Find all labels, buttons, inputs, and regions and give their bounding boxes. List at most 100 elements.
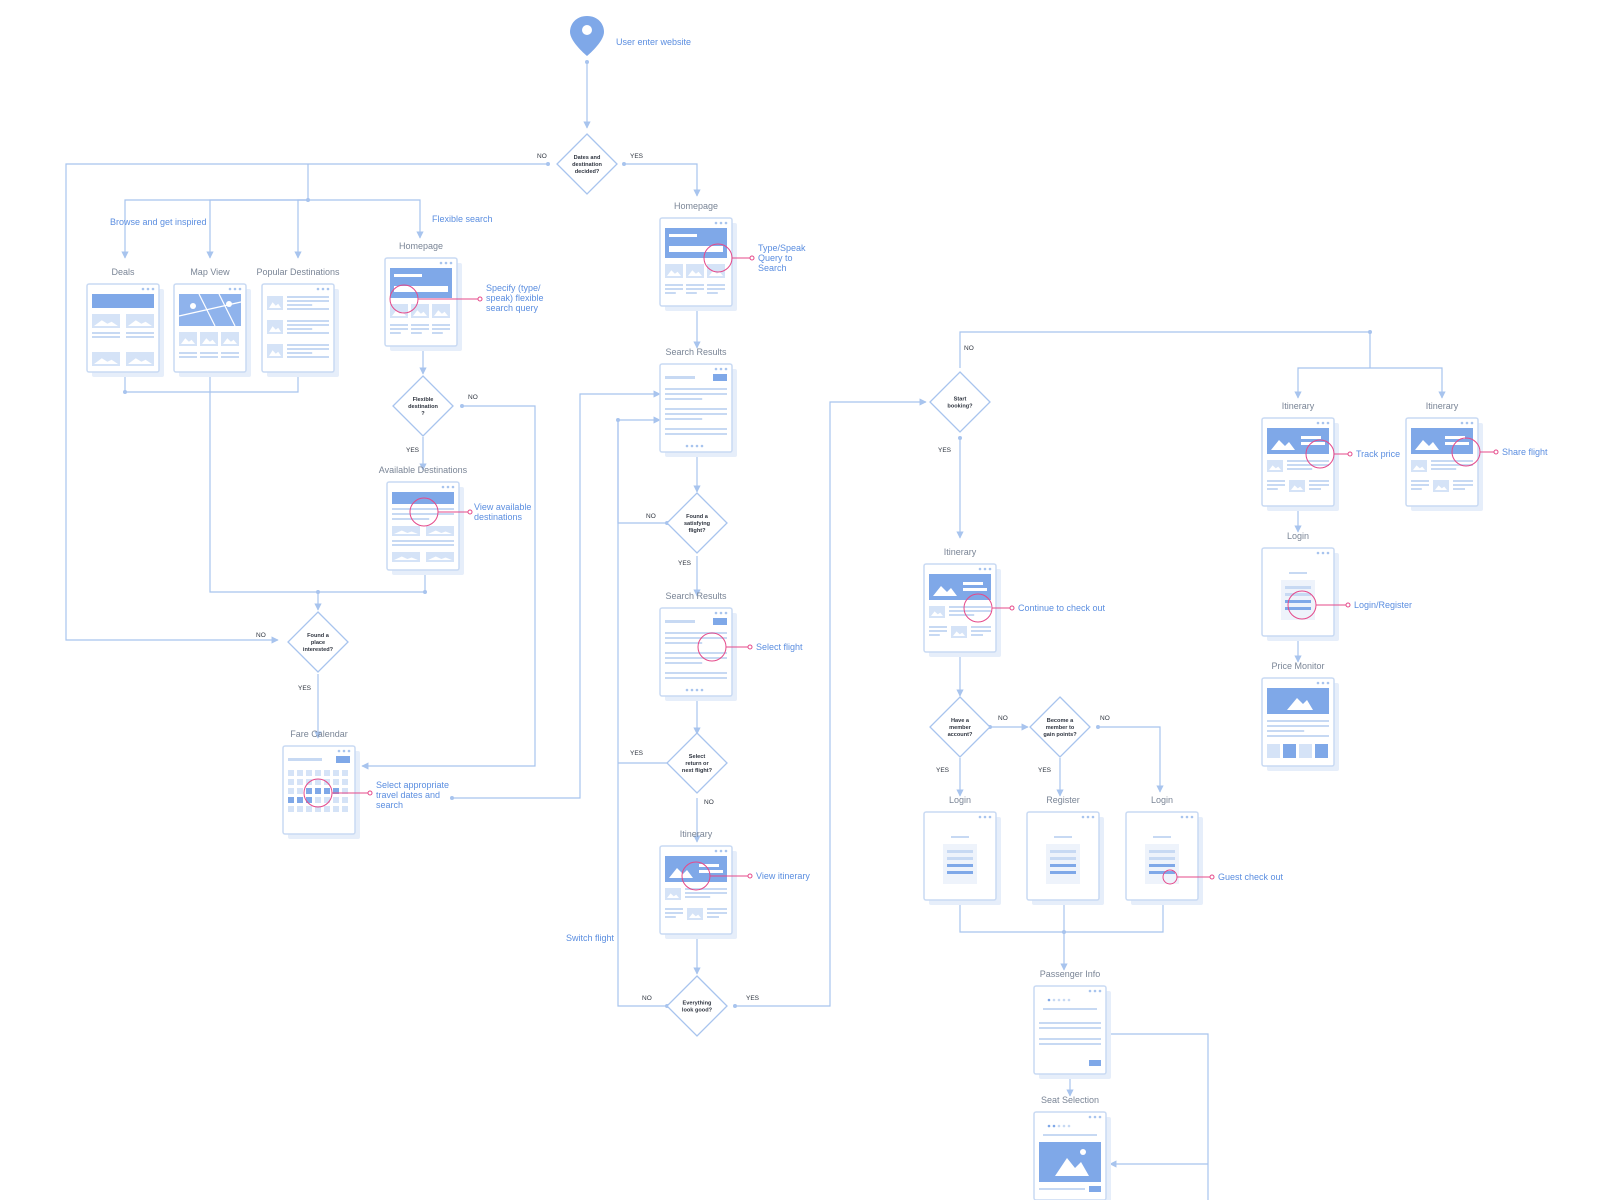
text-line	[665, 398, 703, 400]
image-placeholder	[426, 552, 454, 562]
decision-diamond	[666, 975, 728, 1037]
step-dot	[1067, 998, 1071, 1002]
form-field	[1050, 864, 1076, 867]
calendar-cell	[324, 806, 330, 812]
text-line	[287, 324, 329, 326]
step-dot	[1052, 1124, 1056, 1128]
branch-yes-label: YES	[630, 750, 644, 757]
decision-text: account?	[948, 732, 973, 738]
image-placeholder	[1267, 460, 1283, 472]
window-dot	[1081, 815, 1085, 819]
form-field	[1050, 871, 1076, 874]
calendar-cell	[297, 788, 303, 794]
window-dot	[1321, 551, 1325, 555]
text-line	[92, 336, 120, 338]
window-dot	[719, 367, 723, 371]
decision-text: return or	[685, 761, 709, 767]
connector-dot-5	[423, 590, 427, 594]
window-dot	[1316, 421, 1320, 425]
decision-text: Found a	[307, 633, 330, 639]
decision-diamond	[929, 696, 991, 758]
connector-dot-2	[546, 162, 550, 166]
connector-15	[124, 374, 299, 393]
image-icon	[1291, 485, 1303, 490]
sun-icon	[1080, 1149, 1086, 1155]
form-field	[1050, 857, 1076, 860]
image-icon	[223, 338, 237, 344]
text-line	[432, 324, 450, 326]
s-results1-screen: Search Results	[659, 347, 737, 457]
text-line	[665, 662, 703, 664]
text-line	[665, 672, 727, 674]
connector-6	[294, 199, 308, 259]
pager-dot	[695, 444, 699, 448]
text-line	[392, 513, 454, 515]
window-dot	[1093, 989, 1097, 993]
decision-diamond	[929, 371, 991, 433]
screen-title: Map View	[190, 267, 230, 277]
text-line	[665, 916, 676, 918]
image-icon	[1271, 440, 1295, 450]
step-dot	[1047, 1124, 1051, 1128]
decision-text: place	[311, 640, 325, 646]
image-icon	[269, 350, 281, 356]
window-dot	[724, 849, 728, 853]
text-line	[392, 508, 454, 510]
connector-dot-3	[622, 162, 626, 166]
window-dot	[714, 849, 718, 853]
text-line	[392, 544, 454, 546]
text-line	[1301, 442, 1325, 445]
step-dot	[1057, 1124, 1061, 1128]
calendar-cell	[342, 779, 348, 785]
window-dot	[151, 287, 155, 291]
text-line	[665, 433, 727, 435]
branch-flexible: Flexible search	[432, 214, 493, 224]
window-dot	[444, 261, 448, 265]
calendar-cell	[297, 797, 303, 803]
image-placeholder	[1289, 480, 1305, 492]
text-line	[685, 892, 727, 894]
image-icon	[1055, 1158, 1089, 1176]
text-line	[287, 296, 329, 298]
annotation-text: Query to	[758, 253, 793, 263]
image-icon	[94, 358, 118, 364]
branch-yes-label: YES	[938, 447, 952, 454]
text-line	[390, 332, 401, 334]
branch-switch: Switch flight	[566, 933, 615, 943]
image-placeholder	[687, 908, 703, 920]
s-itin-mid-screen: Itinerary	[659, 829, 737, 939]
form-field	[1285, 586, 1311, 589]
text-line	[1445, 436, 1465, 439]
decision-text: next flight?	[682, 768, 713, 774]
form-field	[1285, 593, 1311, 596]
image-placeholder	[392, 526, 420, 536]
text-line	[929, 634, 940, 636]
image-placeholder	[665, 888, 681, 900]
calendar-cell	[324, 788, 330, 794]
pager-dot	[685, 688, 689, 692]
image-icon	[709, 270, 723, 276]
form-title-line	[1289, 572, 1307, 574]
text-line	[392, 518, 430, 520]
connector-5	[206, 199, 308, 259]
pager-dot	[690, 444, 694, 448]
s-itin-book-screen: Itinerary	[923, 547, 1001, 657]
window-dot	[233, 287, 237, 291]
calendar-cell	[333, 806, 339, 812]
s-passenger-screen: Passenger Info	[1033, 969, 1111, 1079]
text-line	[179, 352, 197, 354]
hero-panel	[1267, 428, 1329, 454]
text-line	[411, 328, 429, 330]
image-icon	[428, 530, 452, 534]
branch-no-label: NO	[964, 345, 974, 352]
text-line	[665, 393, 727, 395]
image-icon	[667, 270, 681, 276]
calendar-cell	[342, 788, 348, 794]
window-dot	[1316, 551, 1320, 555]
connector-lines	[65, 60, 1446, 1200]
window-dot	[1093, 1115, 1097, 1119]
